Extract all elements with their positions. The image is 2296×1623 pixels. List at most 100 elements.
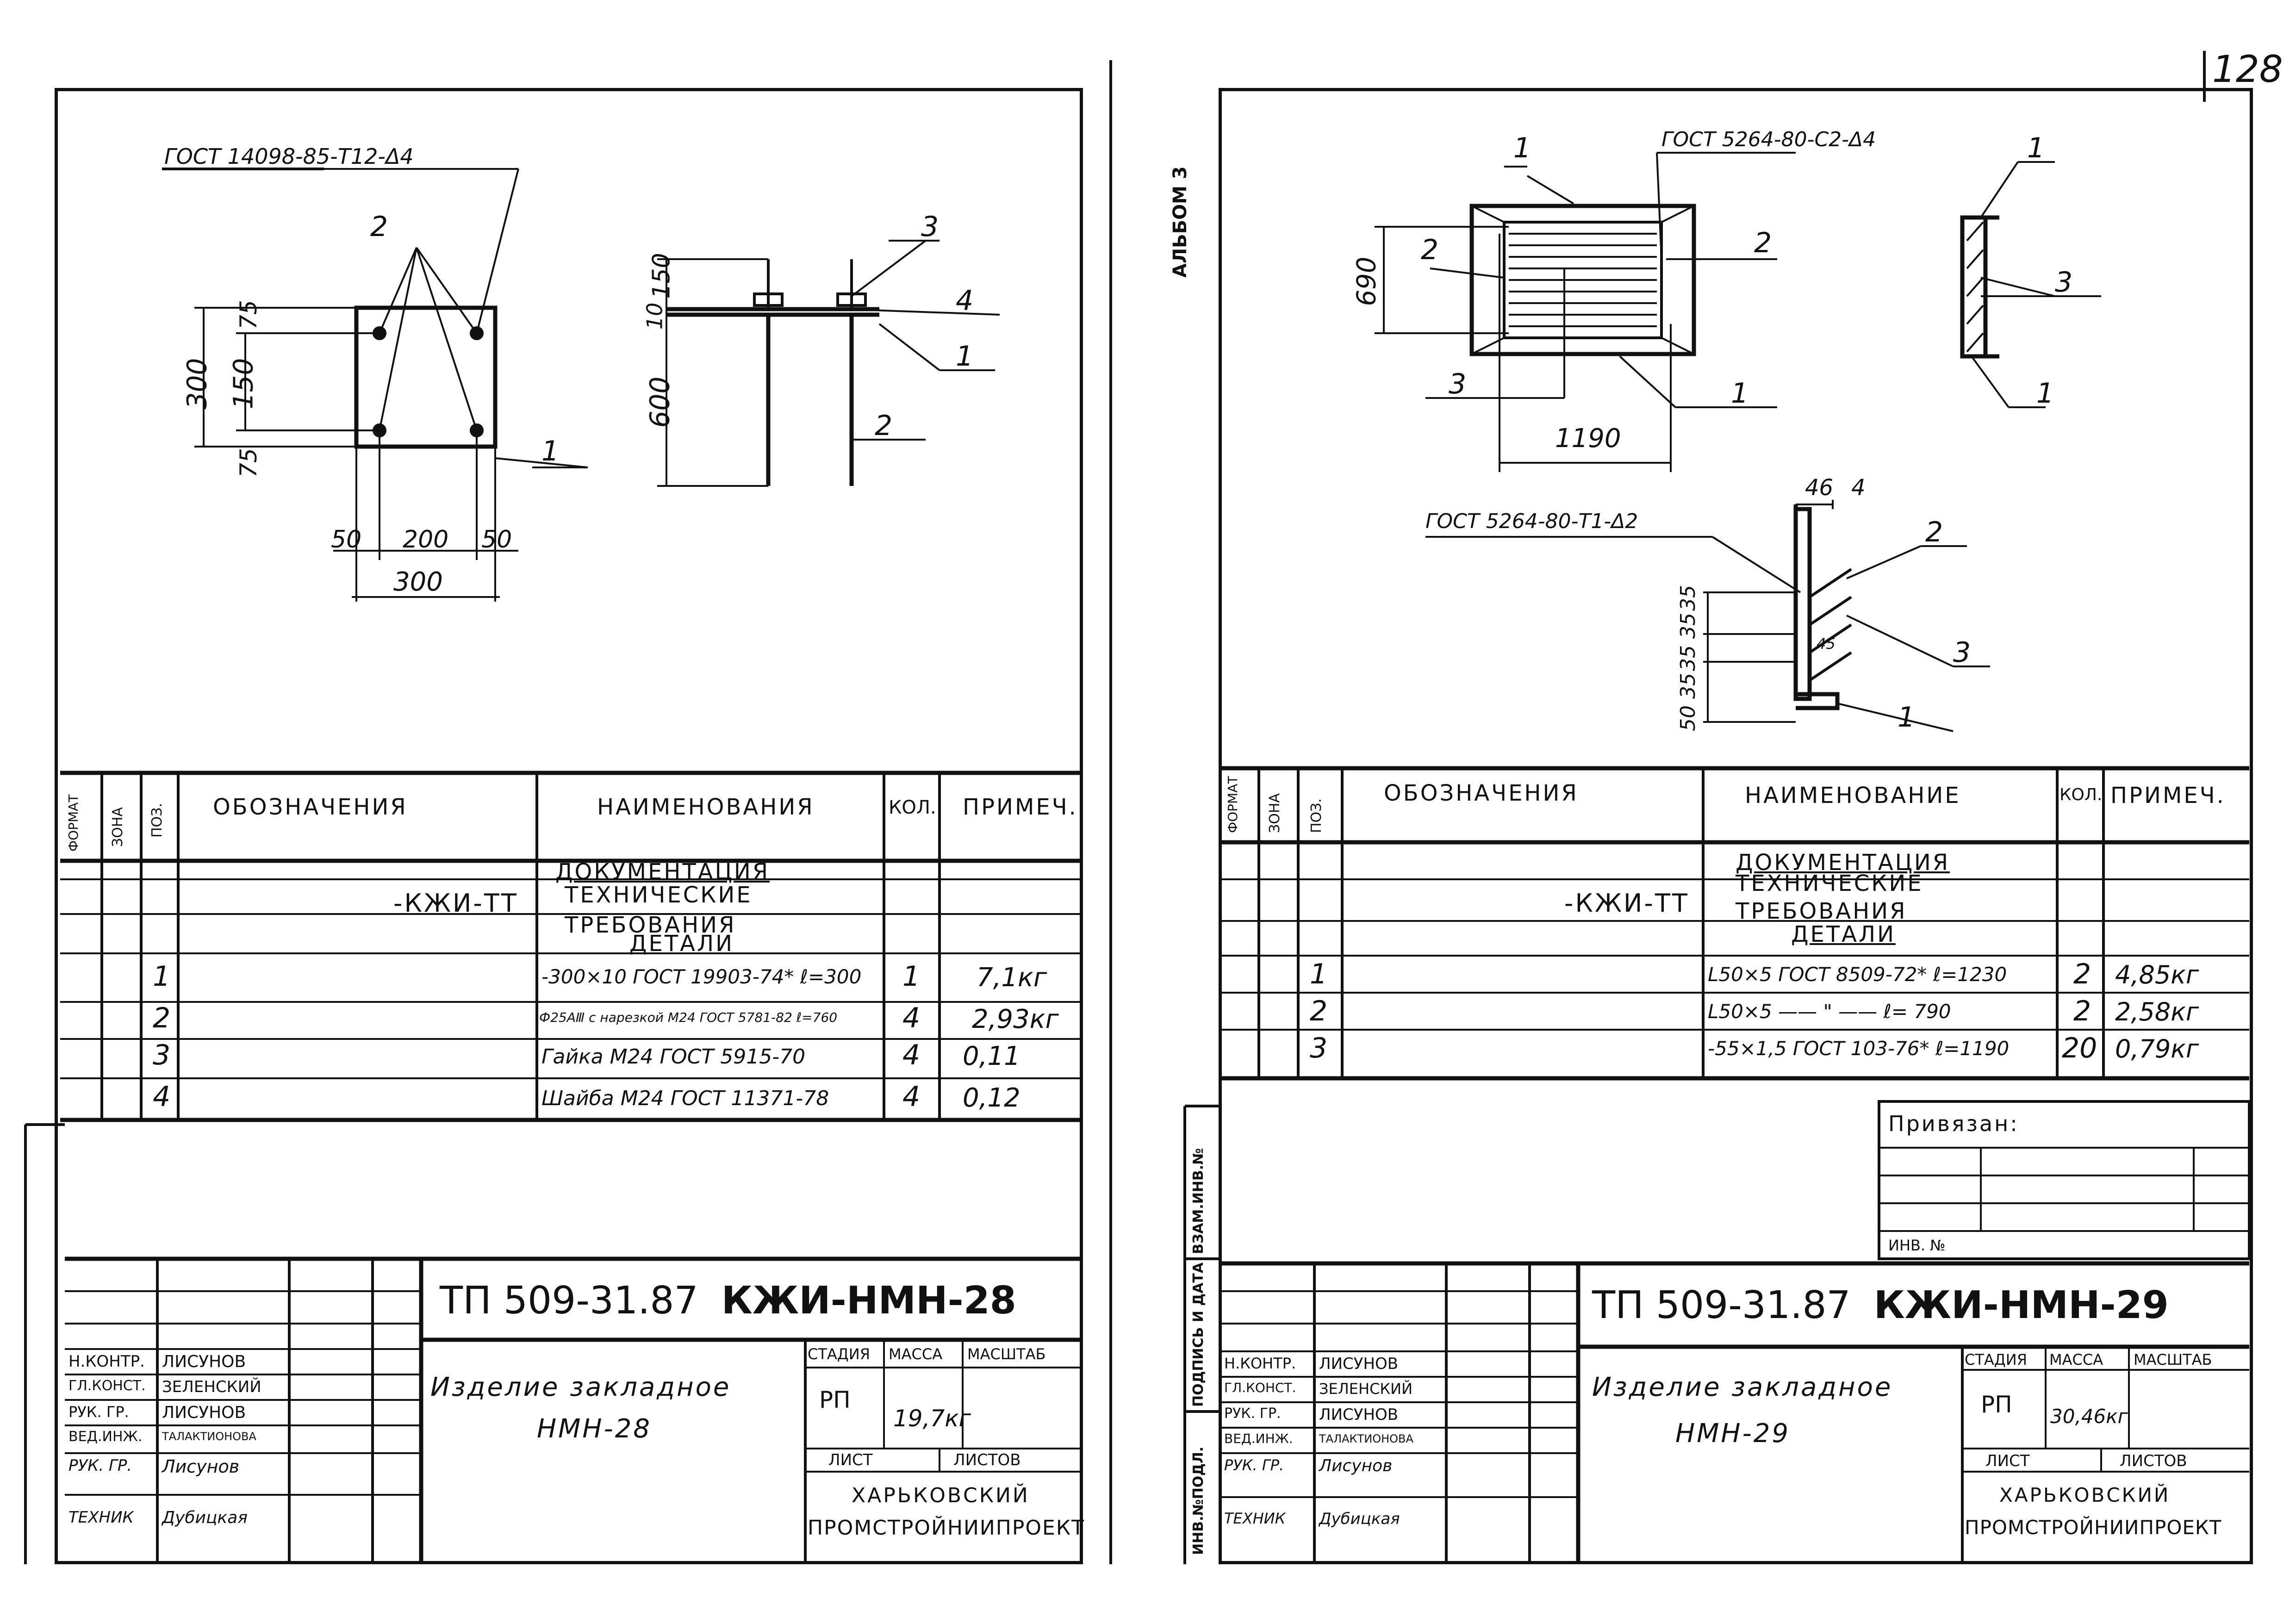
- right-weld-note-top: ГОСТ 5264-80-С2-Δ4: [1661, 128, 1876, 151]
- left-name-2: ЗЕЛЕНСКИЙ: [162, 1378, 261, 1396]
- left-doc-number-text: ТП 509-31.87: [440, 1279, 698, 1323]
- left-hdr-qty: КОЛ.: [889, 797, 936, 818]
- right-name-2: ЗЕЛЕНСКИЙ: [1319, 1380, 1413, 1398]
- left-doc-code-text: КЖИ-НМН-28: [721, 1279, 1016, 1323]
- right-hdr-qty: КОЛ.: [2060, 785, 2103, 804]
- dim-50: 50: [1676, 705, 1700, 731]
- left-row3-qty: 4: [902, 1039, 921, 1071]
- left-scale-label: МАСШТАБ: [967, 1345, 1046, 1363]
- right-name-5: Лисунов: [1319, 1456, 1393, 1475]
- left-sheets-label: ЛИСТОВ: [953, 1451, 1021, 1469]
- right-item-name-1: Изделие закладное: [1592, 1372, 1893, 1402]
- right-role-5: РУК. ГР.: [1224, 1456, 1284, 1474]
- left-row2-pos: 2: [153, 1002, 171, 1034]
- right-hdr-pos: ПОЗ.: [1308, 798, 1325, 833]
- left-row1-name: -300×10 ГОСТ 19903-74* ℓ=300: [541, 965, 862, 988]
- right-row1-name: L50×5 ГОСТ 8509-72* ℓ=1230: [1708, 963, 2007, 986]
- album-label: АЛЬБОМ 3: [1170, 166, 1191, 278]
- left-row1-note: 7,1кг: [977, 963, 1047, 993]
- dim-150-vertical: 150: [227, 358, 259, 410]
- dim-35-b: 35: [1676, 613, 1700, 639]
- left-name-4: ТАЛАКТИОНОВА: [162, 1430, 256, 1443]
- left-row2-note: 2,93кг: [972, 1004, 1059, 1034]
- left-item-name-1: Изделие закладное: [430, 1372, 731, 1402]
- left-row4-pos: 4: [153, 1081, 171, 1113]
- right-row2-qty: 2: [2073, 995, 2091, 1027]
- left-sheet-frame: [55, 88, 1083, 1564]
- right-row3-pos: 3: [1310, 1032, 1328, 1064]
- right-item-name-2: НМН-29: [1675, 1418, 1790, 1449]
- right-callout-3b: 3: [2055, 266, 2073, 298]
- left-row3-name: Гайка М24 ГОСТ 5915-70: [541, 1045, 806, 1069]
- right-callout-3c: 3: [1953, 636, 1971, 669]
- right-role-3: РУК. ГР.: [1224, 1405, 1281, 1422]
- left-callout-1b: 1: [956, 340, 974, 373]
- bound-label: Привязан:: [1888, 1111, 2019, 1136]
- right-callout-1c: 1: [2027, 132, 2045, 164]
- right-name-1: ЛИСУНОВ: [1319, 1355, 1399, 1373]
- dim-35-c: 35: [1676, 645, 1700, 671]
- left-hdr-pos: ПОЗ.: [149, 803, 165, 838]
- right-row1-qty: 2: [2073, 958, 2091, 990]
- left-row1-pos: 1: [153, 960, 171, 993]
- right-callout-1d: 1: [2036, 377, 2054, 410]
- left-doc-number: ТП 509-31.87 КЖИ-НМН-28: [440, 1282, 1016, 1320]
- right-doc-section: ДОКУМЕНТАЦИЯ: [1736, 850, 1950, 876]
- left-role-1: Н.КОНТР.: [68, 1352, 145, 1371]
- left-role-6: ТЕХНИК: [68, 1508, 134, 1527]
- right-hdr-zone: ЗОНА: [1267, 793, 1283, 833]
- right-hdr-designation: ОБОЗНАЧЕНИЯ: [1384, 780, 1579, 806]
- right-doc-name-2: ТРЕБОВАНИЯ: [1736, 898, 1907, 924]
- dim-200: 200: [403, 526, 449, 553]
- left-callout-4: 4: [956, 285, 974, 317]
- dim-46: 46: [1805, 475, 1834, 501]
- right-callout-1a: 1: [1513, 132, 1531, 164]
- left-stage-value: РП: [819, 1387, 851, 1413]
- right-role-2: ГЛ.КОНСТ.: [1224, 1380, 1296, 1395]
- left-org-2: ПРОМСТРОЙНИИПРОЕКТ: [808, 1516, 1085, 1540]
- right-row3-qty: 20: [2062, 1032, 2097, 1064]
- left-hdr-note: ПРИМЕЧ.: [963, 794, 1078, 820]
- left-doc-code: -КЖИ-ТТ: [393, 889, 518, 918]
- right-details-section: ДЕТАЛИ: [1791, 921, 1896, 947]
- left-row3-note: 0,11: [963, 1041, 1020, 1071]
- left-name-6: Дубицкая: [162, 1508, 248, 1527]
- right-callout-2c: 2: [1925, 516, 1943, 548]
- dim-600: 600: [644, 376, 676, 428]
- page-number: 128: [2212, 48, 2283, 91]
- stamp-inv-orig: ИНВ.№ПОДЛ.: [1190, 1446, 1207, 1555]
- left-name-5: Лисунов: [162, 1456, 240, 1477]
- right-stage-label: СТАДИЯ: [1965, 1351, 2027, 1368]
- right-row2-name: L50×5 —— " —— ℓ= 790: [1708, 1000, 1951, 1023]
- right-mass-label: МАССА: [2049, 1351, 2103, 1368]
- right-weld-note-mid: ГОСТ 5264-80-Т1-Δ2: [1425, 510, 1638, 533]
- left-hdr-name: НАИМЕНОВАНИЯ: [597, 794, 815, 820]
- left-weld-note: ГОСТ 14098-85-Т12-Δ4: [164, 144, 414, 169]
- left-callout-1: 1: [541, 435, 560, 467]
- right-hdr-format: ФОРМАТ: [1225, 776, 1240, 833]
- left-row4-qty: 4: [902, 1081, 921, 1113]
- right-sheet-label: ЛИСТ: [1985, 1452, 2030, 1470]
- right-org-2: ПРОМСТРОЙНИИПРОЕКТ: [1965, 1516, 2222, 1539]
- left-row3-pos: 3: [153, 1039, 171, 1071]
- bound-inv-label: ИНВ. №: [1888, 1237, 1946, 1254]
- right-sheets-label: ЛИСТОВ: [2120, 1452, 2187, 1470]
- right-name-6: Дубицкая: [1319, 1510, 1400, 1528]
- right-mass-value: 30,46кг: [2050, 1405, 2128, 1428]
- left-name-1: ЛИСУНОВ: [162, 1352, 246, 1371]
- right-role-4: ВЕД.ИНЖ.: [1224, 1431, 1293, 1446]
- dim-300-horizontal: 300: [393, 567, 443, 597]
- right-row2-note: 2,58кг: [2115, 997, 2199, 1026]
- stamp-sign-date: ПОДПИСЬ И ДАТА: [1190, 1262, 1207, 1407]
- dim-35-d: 35: [1676, 673, 1700, 699]
- left-org-1: ХАРЬКОВСКИЙ: [852, 1484, 1030, 1507]
- right-callout-1b: 1: [1731, 377, 1749, 410]
- dim-45: 45: [1817, 635, 1836, 653]
- left-role-3: РУК. ГР.: [68, 1403, 129, 1421]
- dim-35-a: 35: [1676, 585, 1700, 611]
- left-doc-name-1: ТЕХНИЧЕСКИЕ: [565, 882, 753, 908]
- right-row1-note: 4,85кг: [2115, 960, 2199, 989]
- left-callout-2: 2: [370, 211, 388, 243]
- right-role-6: ТЕХНИК: [1224, 1510, 1286, 1527]
- left-row2-name: Ф25АⅢ с нарезкой М24 ГОСТ 5781-82 ℓ=760: [539, 1010, 838, 1025]
